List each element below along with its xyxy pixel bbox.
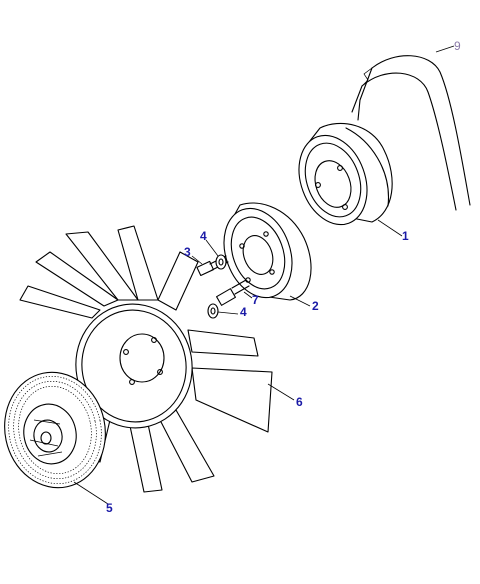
fastener-set	[196, 254, 250, 319]
water-pump-pulley	[223, 202, 312, 301]
callout-1: 1	[402, 229, 409, 243]
callout-9: 9	[454, 39, 461, 53]
crank-pulley	[298, 122, 393, 226]
callout-5: 5	[106, 501, 113, 515]
leader-lines	[73, 45, 455, 505]
callout-3: 3	[184, 245, 191, 259]
callout-labels: 1 2 3 4 4 5 6 7 9	[106, 39, 461, 515]
callout-4-lower: 4	[240, 305, 247, 319]
viscous-coupling	[4, 371, 106, 489]
drive-belt	[351, 55, 471, 211]
callout-2: 2	[312, 299, 319, 313]
callout-6: 6	[296, 395, 303, 409]
callout-4-upper: 4	[200, 229, 207, 243]
callout-7: 7	[252, 293, 259, 307]
cooling-fan	[19, 225, 273, 493]
